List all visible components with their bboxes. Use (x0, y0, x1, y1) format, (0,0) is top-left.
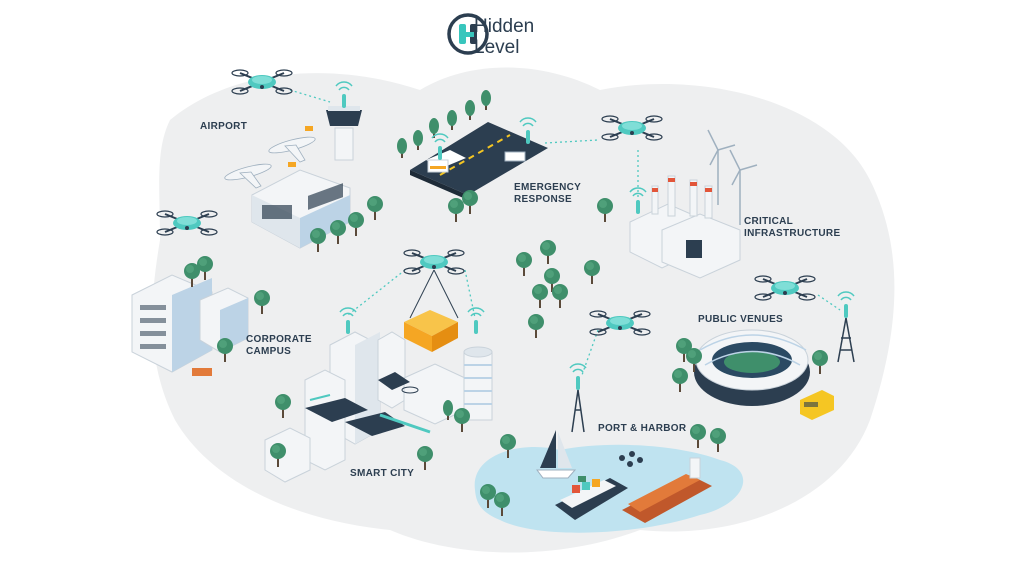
brand-name: Hidden Level (474, 16, 534, 58)
tanker-ship (622, 457, 712, 523)
label-critical-line1: CRITICAL (744, 216, 794, 227)
corporate-campus-scene (131, 256, 270, 376)
sailboat (536, 430, 577, 479)
brand-name-line2: Level (474, 37, 520, 58)
airport-vehicle (288, 162, 296, 167)
wind-turbines (707, 129, 758, 225)
emergency-scene (397, 90, 548, 222)
label-public-venues: PUBLIC VENUES (698, 314, 784, 325)
transformer (686, 240, 702, 258)
round-tower (463, 346, 493, 421)
label-smart-city: SMART CITY (350, 468, 415, 479)
harbor-tower (571, 389, 585, 433)
brand-name-line1: Hidden (474, 16, 535, 37)
port-harbor-scene (474, 363, 744, 533)
airport-vehicle (305, 126, 313, 131)
police-car (504, 151, 526, 162)
cargo-delivery (339, 269, 485, 352)
label-corporate-campus: CORPORATE CAMPUS (246, 334, 312, 358)
label-critical-infrastructure: CRITICAL INFRASTRUCTURE (744, 216, 840, 240)
bollards (619, 451, 643, 467)
bench (192, 368, 212, 376)
cell-tower (837, 317, 855, 363)
public-venues-scene (672, 291, 855, 420)
label-corporate-line2: CAMPUS (246, 346, 292, 357)
hidden-level-logo-icon (447, 13, 489, 55)
bus (800, 390, 834, 420)
critical-infrastructure-scene (597, 129, 758, 279)
label-critical-line2: INFRASTRUCTURE (744, 228, 841, 239)
signal-links (289, 89, 841, 376)
smokestacks (651, 175, 713, 219)
label-emergency-response: EMERGENCY RESPONSE (514, 182, 581, 206)
label-port-harbor: PORT & HARBOR (598, 423, 687, 434)
smart-city-scene (264, 331, 493, 483)
airport-scene (224, 81, 383, 252)
label-emergency-line1: EMERGENCY (514, 182, 582, 193)
label-corporate-line1: CORPORATE (246, 334, 312, 345)
control-tower (326, 81, 362, 161)
air-taxis (305, 372, 431, 436)
label-emergency-line2: RESPONSE (514, 194, 572, 205)
airplanes (224, 136, 316, 189)
ambulance (426, 150, 466, 173)
container-ship (555, 476, 628, 520)
label-airport: AIRPORT (200, 121, 248, 132)
